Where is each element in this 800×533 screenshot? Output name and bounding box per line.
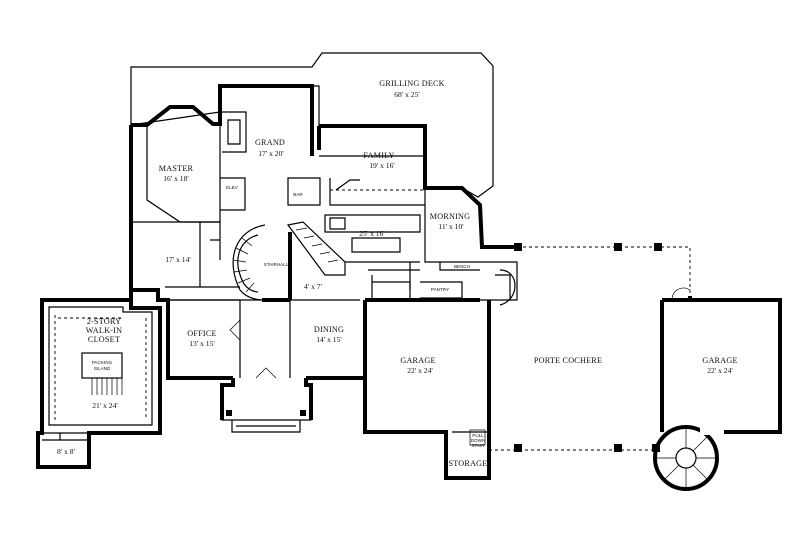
entry-porch <box>221 385 312 433</box>
kitchen-counter <box>345 261 420 290</box>
room-dim-master-bath: 17' x 14' <box>165 255 191 264</box>
stairhall-curve-inner <box>237 234 259 293</box>
stairhall-curve <box>232 224 266 301</box>
family-arrow <box>335 179 360 191</box>
pull-down-stair <box>469 429 486 446</box>
morning-wall <box>424 188 480 271</box>
room-label-garage-right: GARAGE <box>702 356 737 365</box>
label-packing: PACKING <box>92 360 113 365</box>
room-label-office: OFFICE <box>187 329 216 338</box>
closet-shelves <box>54 315 147 420</box>
label-elev: ELEV <box>226 185 239 190</box>
room-dim-foyer: 4' x 7' <box>304 282 323 291</box>
master-wall <box>146 124 221 260</box>
garage-left-wall <box>363 298 491 480</box>
elev-box <box>220 177 246 211</box>
label-pull: PULL <box>472 433 484 438</box>
room-label-dining: DINING <box>314 325 344 334</box>
room-label-closet-line1: 2-STORY <box>87 317 121 326</box>
label-stairhall: STAIRHALL <box>264 262 289 267</box>
garage-right-door <box>671 287 691 301</box>
label-island: ISLAND <box>94 366 111 371</box>
closet-interior <box>48 306 153 426</box>
room-dim-dining: 14' x 15' <box>316 335 342 344</box>
label-stair: STAIR <box>471 443 485 448</box>
room-label-porte-cochere: PORTE COCHERE <box>534 356 602 365</box>
room-label-master: MASTER <box>159 164 194 173</box>
mud-curve <box>499 269 516 306</box>
label-pantry: PANTRY <box>431 287 449 292</box>
room-label-family: FAMILY <box>363 151 394 160</box>
room-dim-family: 19' x 16' <box>369 161 395 170</box>
room-dim-grilling-deck: 68' x 25' <box>394 90 420 99</box>
room-label-storage: STORAGE <box>448 459 487 468</box>
cochere-column-2 <box>614 243 622 251</box>
bar-counter <box>287 177 321 206</box>
room-label-morning: MORNING <box>430 212 471 221</box>
exterior-wall-family <box>310 126 321 156</box>
cochere-column-1 <box>514 243 522 251</box>
room-dim-office: 13' x 15' <box>189 339 215 348</box>
mud-stair <box>480 261 518 301</box>
secondary-stair-treads <box>295 227 339 263</box>
office-walls <box>220 300 367 420</box>
porch-column-right <box>300 410 306 416</box>
small-room-wall <box>42 432 89 441</box>
room-dim-grand: 17' x 20' <box>258 149 284 158</box>
porte-cochere-outline <box>489 246 691 451</box>
entry-door <box>255 367 277 379</box>
garage-right-wall <box>660 296 782 434</box>
room-dim-morning: 11' x 10' <box>438 222 464 231</box>
secondary-stair <box>286 221 346 276</box>
stair-treads <box>232 237 255 293</box>
room-label-grand: GRAND <box>255 138 285 147</box>
room-label-grilling-deck: GRILLING DECK <box>379 79 445 88</box>
kitchen-island <box>324 214 421 233</box>
bath-wall <box>129 210 233 380</box>
label-bench: BENCH <box>454 264 470 269</box>
label-bar: BAR <box>293 192 303 197</box>
grand-fireplace <box>222 111 247 153</box>
room-dim-closet: 21' x 24' <box>92 401 118 410</box>
cochere-column-5 <box>614 444 622 452</box>
room-dim-kitchen: 25' x 16' <box>359 229 385 238</box>
stair-tower-opening <box>700 425 724 435</box>
room-dim-master: 16' x 18' <box>163 174 189 183</box>
room-label-garage-left: GARAGE <box>400 356 435 365</box>
cochere-column-4 <box>514 444 522 452</box>
room-dim-garage-right: 22' x 24' <box>707 366 733 375</box>
office-door <box>229 319 241 341</box>
room-dim-garage-left: 22' x 24' <box>407 366 433 375</box>
kitchen-island-2 <box>351 237 401 253</box>
exterior-wall-main <box>129 84 517 308</box>
closet-stair <box>91 378 123 395</box>
room-label-closet-line3: CLOSET <box>88 335 120 344</box>
room-dim-small-room: 8' x 8' <box>57 447 76 456</box>
porch-column-left <box>226 410 232 416</box>
grand-lower-wall <box>262 232 292 302</box>
family-room-wall <box>319 155 425 206</box>
garage-left-inner <box>371 275 411 300</box>
label-down: DOWN <box>471 438 486 443</box>
stair-tower-treads <box>655 427 717 489</box>
room-label-closet-line2: WALK-IN <box>86 326 122 335</box>
cochere-column-3 <box>654 243 662 251</box>
